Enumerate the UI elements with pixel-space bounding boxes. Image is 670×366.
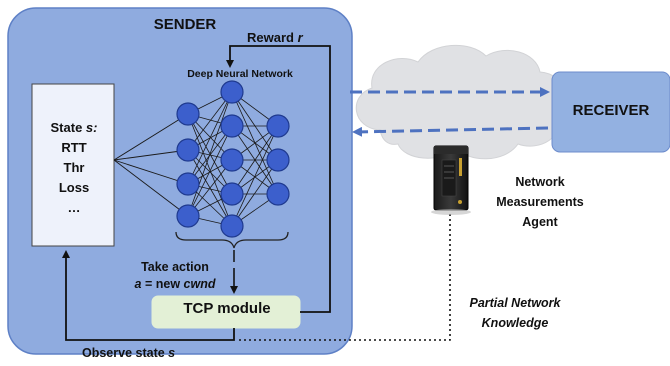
neuron-node-layer-3 bbox=[266, 182, 290, 206]
receiver-box bbox=[551, 71, 670, 153]
network-edge bbox=[187, 91, 233, 217]
neuron-node-layer-1 bbox=[176, 204, 200, 228]
network-edge bbox=[187, 113, 233, 227]
state-box bbox=[31, 83, 115, 247]
neuron-node-layer-2 bbox=[220, 114, 244, 138]
network-cloud bbox=[355, 44, 567, 160]
network-brace bbox=[175, 231, 289, 249]
input-edge bbox=[113, 149, 189, 161]
network-edge bbox=[231, 125, 279, 195]
network-edge bbox=[187, 91, 233, 151]
neuron-node-layer-2 bbox=[220, 80, 244, 104]
input-edge bbox=[113, 159, 189, 217]
observe-state-arrow bbox=[62, 250, 235, 341]
network-edge bbox=[187, 91, 233, 185]
neuron-node-layer-1 bbox=[176, 138, 200, 162]
neural-network bbox=[113, 80, 290, 238]
network-edge bbox=[187, 159, 233, 217]
neuron-node-layer-2 bbox=[220, 214, 244, 238]
neuron-node-layer-2 bbox=[220, 148, 244, 172]
input-edge bbox=[113, 113, 189, 161]
dashed-arrow-to-sender bbox=[352, 126, 549, 137]
input-edge bbox=[113, 159, 189, 185]
neuron-node-layer-1 bbox=[176, 102, 200, 126]
reward-arrow bbox=[226, 45, 331, 313]
network-edge bbox=[187, 125, 233, 217]
neuron-node-layer-3 bbox=[266, 114, 290, 138]
partial-knowledge-path bbox=[236, 214, 451, 341]
network-edge bbox=[231, 159, 279, 227]
network-edge bbox=[231, 125, 279, 227]
neuron-node-layer-2 bbox=[220, 182, 244, 206]
server-icon bbox=[431, 145, 471, 215]
neuron-node-layer-1 bbox=[176, 172, 200, 196]
tcp-module-box bbox=[151, 295, 301, 329]
neuron-node-layer-3 bbox=[266, 148, 290, 172]
